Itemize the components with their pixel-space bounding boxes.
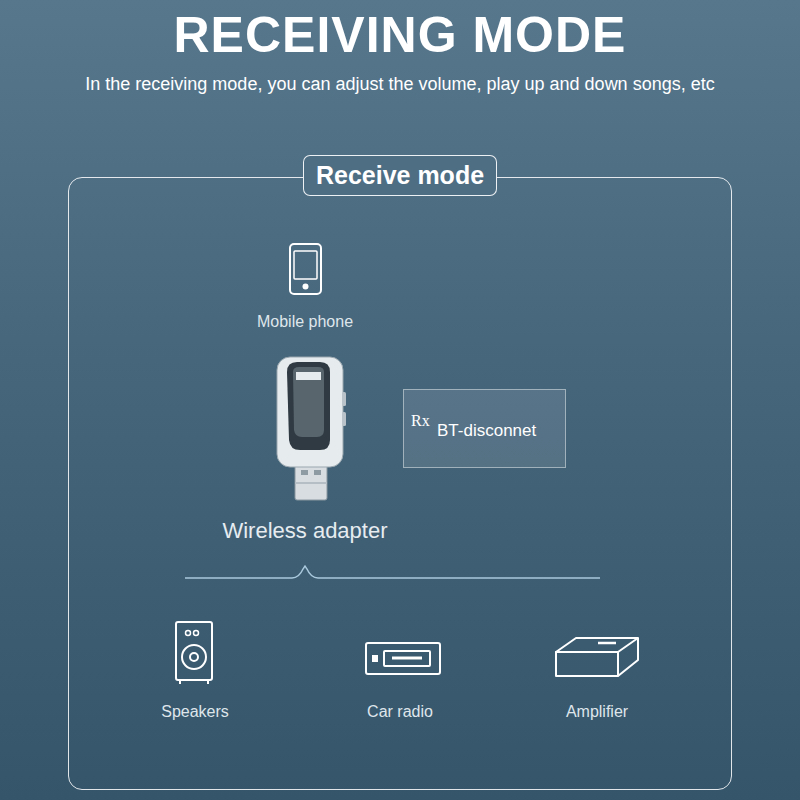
device-label: Amplifier xyxy=(566,702,628,721)
device-label: Speakers xyxy=(161,702,229,721)
speaker-icon xyxy=(176,622,212,684)
adapter-illustration xyxy=(277,357,346,500)
amplifier-icon xyxy=(556,638,638,676)
car-radio-icon xyxy=(366,643,440,674)
mode-frame: Receive modeRxBT-disconnet xyxy=(68,177,732,790)
rx-text: Rx xyxy=(411,411,430,430)
frame-heading: Receive mode xyxy=(303,155,497,196)
page-title: RECEIVING MODE xyxy=(0,6,800,64)
status-text: BT-disconnet xyxy=(437,421,536,441)
device-label: Wireless adapter xyxy=(222,518,387,544)
display-box: RxBT-disconnet xyxy=(403,389,566,468)
subtitle: In the receiving mode, you can adjust th… xyxy=(85,74,714,96)
phone-icon xyxy=(290,244,321,294)
bracket-line xyxy=(185,566,600,578)
device-label: Mobile phone xyxy=(257,312,353,331)
device-label: Car radio xyxy=(367,702,433,721)
